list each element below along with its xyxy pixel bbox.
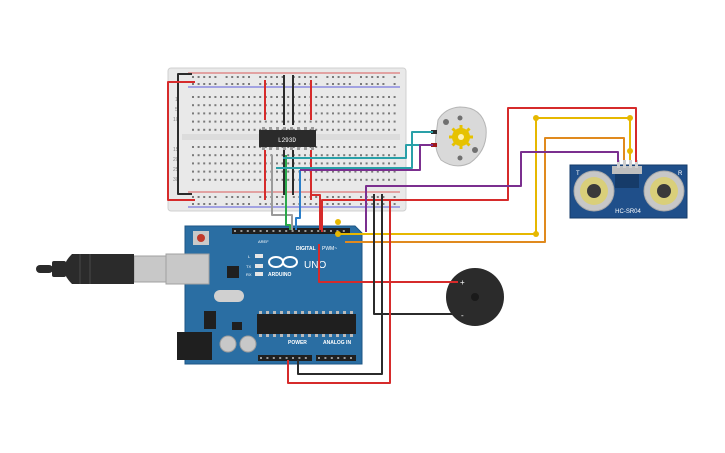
capacitor bbox=[219, 335, 237, 353]
chip-label: L293D bbox=[278, 137, 296, 144]
row-number: 15 bbox=[173, 147, 179, 153]
power-header[interactable] bbox=[258, 355, 312, 361]
usb-port bbox=[165, 253, 210, 285]
ultrasonic-sensor[interactable]: T R HC-SR04 bbox=[569, 160, 688, 219]
transmitter-mark: T bbox=[576, 171, 580, 177]
row-number: 25 bbox=[173, 167, 179, 173]
receiver-mark: R bbox=[678, 171, 683, 177]
gear-icon bbox=[449, 125, 473, 149]
dc-motor[interactable] bbox=[431, 106, 487, 167]
piezo-buzzer[interactable]: + - bbox=[446, 268, 504, 326]
row-number: 10 bbox=[173, 117, 179, 123]
breadboard-jumpers bbox=[264, 75, 312, 200]
aref-label: AREF bbox=[258, 239, 269, 244]
row-number: 20 bbox=[173, 157, 179, 163]
analog-label: ANALOG IN bbox=[323, 340, 351, 346]
power-label: POWER bbox=[288, 340, 307, 346]
row-number: 1 bbox=[175, 97, 178, 103]
microcontroller-chip bbox=[257, 314, 356, 334]
arduino-logo: ARDUINO bbox=[268, 256, 298, 278]
capacitor bbox=[239, 335, 257, 353]
row-number: 5 bbox=[175, 107, 178, 113]
svg-text:RX: RX bbox=[246, 272, 252, 277]
board-model: UNO bbox=[304, 260, 326, 271]
usb-plug-icon bbox=[36, 254, 167, 284]
status-leds: L TX RX bbox=[246, 254, 263, 277]
svg-text:ARDUINO: ARDUINO bbox=[268, 272, 291, 278]
digital-header[interactable] bbox=[232, 228, 350, 234]
buzzer-plus: + bbox=[460, 278, 465, 287]
analog-header[interactable] bbox=[316, 355, 356, 361]
crystal bbox=[214, 290, 244, 302]
row-number: 30 bbox=[173, 177, 179, 183]
sensor-label: HC-SR04 bbox=[615, 209, 641, 215]
arduino-uno[interactable]: AREF DIGITAL PWM~ L TX RX ARDUINO UNO bbox=[165, 225, 363, 365]
power-jack bbox=[177, 332, 212, 360]
buzzer-minus: - bbox=[461, 311, 464, 320]
svg-text:TX: TX bbox=[246, 264, 251, 269]
driver-chip[interactable]: L293D bbox=[259, 127, 316, 150]
svg-text:L: L bbox=[248, 254, 251, 259]
digital-label: DIGITAL bbox=[296, 246, 316, 252]
pwm-label: PWM~ bbox=[322, 246, 337, 252]
wires bbox=[167, 73, 637, 384]
reset-button[interactable] bbox=[197, 234, 205, 242]
